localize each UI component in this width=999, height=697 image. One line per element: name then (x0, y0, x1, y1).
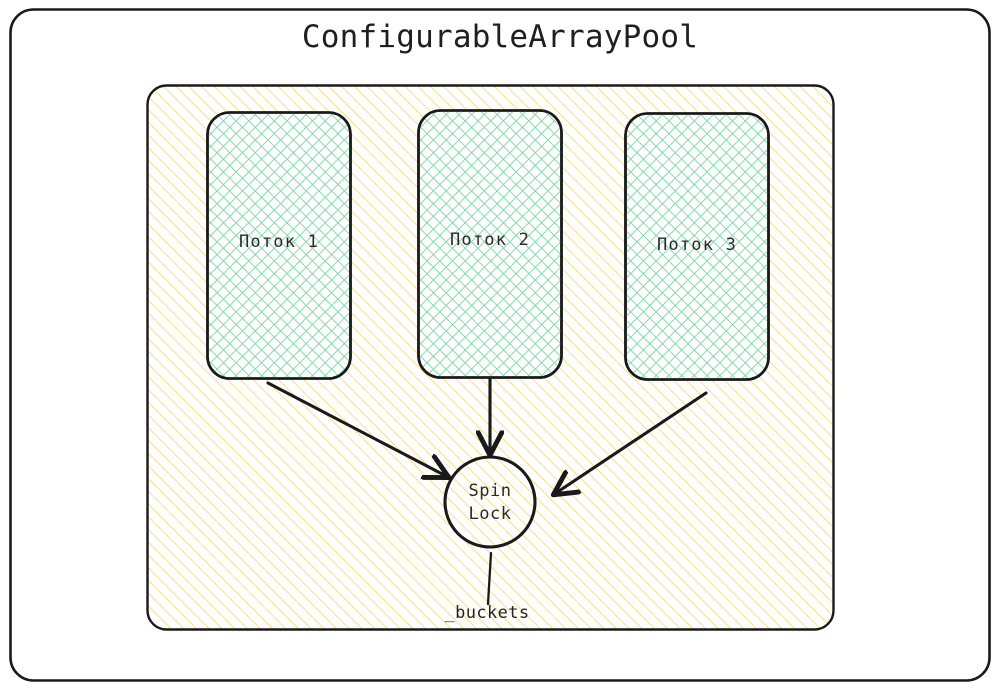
thread-box-1-label: Поток 1 (239, 232, 319, 252)
buckets-label: _buckets (444, 603, 529, 623)
thread-box-3-label: Поток 3 (657, 235, 737, 255)
spin-lock-label-line1: Spin (469, 481, 512, 501)
connector-lock-to-buckets (486, 551, 493, 606)
thread-box-2-label: Поток 2 (450, 230, 530, 250)
thread-box-1[interactable]: Поток 1 (206, 111, 352, 380)
page-title: ConfigurableArrayPool (302, 19, 698, 55)
thread-box-3[interactable]: Поток 3 (624, 112, 770, 381)
arrow-thread3-to-lock (556, 391, 708, 493)
thread-box-3-hatch (624, 112, 770, 381)
spin-lock-node[interactable]: Spin Lock (443, 455, 537, 549)
spin-lock-label-line2: Lock (469, 504, 512, 524)
spin-lock-circle (443, 455, 537, 549)
arrow-thread1-to-lock (266, 381, 446, 476)
thread-box-2[interactable]: Поток 2 (417, 109, 563, 379)
thread-box-1-hatch (206, 111, 352, 380)
